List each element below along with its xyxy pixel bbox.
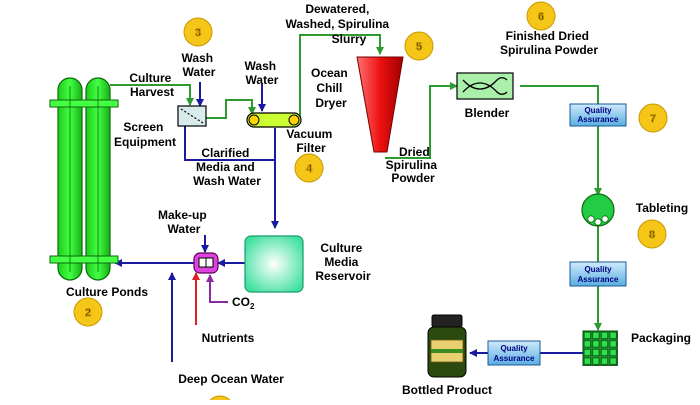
finished-powder-label: Finished Dried Spirulina Powder bbox=[500, 29, 598, 57]
clarified-media-label: Clarified Media and Wash Water bbox=[193, 146, 261, 188]
step-number: 5 bbox=[416, 41, 422, 53]
culture-media-reservoir-label: Culture Media Reservoir bbox=[315, 241, 371, 283]
step-number: 3 bbox=[195, 27, 201, 39]
qa-line2: Assurance bbox=[578, 275, 619, 284]
step-number: 8 bbox=[649, 229, 655, 241]
qa-line1: Quality bbox=[500, 344, 528, 353]
dewatered-slurry-label: Dewatered, Washed, Spirulina Slurry bbox=[286, 2, 393, 46]
step-number: 7 bbox=[650, 113, 656, 125]
blender bbox=[456, 72, 514, 100]
screen-equipment bbox=[177, 105, 207, 127]
culture-ponds bbox=[49, 77, 119, 281]
packaging-cell bbox=[601, 331, 608, 339]
culture-ponds-label: Culture Ponds bbox=[66, 285, 148, 299]
blender-label: Blender bbox=[465, 106, 510, 120]
vacuum-filter-label: Vacuum Filter bbox=[286, 127, 335, 155]
screen-to-filter-flow bbox=[206, 99, 256, 119]
packaging-cell bbox=[592, 349, 600, 356]
pond-bottom-bar bbox=[49, 255, 119, 264]
packaging-cell bbox=[609, 340, 617, 348]
tablet-2 bbox=[594, 218, 602, 226]
step-circle-partial bbox=[206, 395, 234, 405]
dried-powder-label: Dried Spirulina Powder bbox=[386, 145, 441, 185]
qa-line2: Assurance bbox=[494, 354, 535, 363]
pond-top-bar bbox=[49, 99, 119, 108]
co2-label: CO2 bbox=[232, 295, 255, 311]
qa-box-tableting-frame bbox=[569, 261, 627, 287]
deep-ocean-water-label: Deep Ocean Water bbox=[178, 372, 284, 386]
step-circle-6: 6 bbox=[526, 1, 556, 31]
filter-to-dryer-flow bbox=[299, 34, 384, 118]
qa-box-packaging: Quality Assurance bbox=[487, 340, 541, 366]
step-circle-7: 7 bbox=[638, 103, 668, 133]
blender-to-qa-flow bbox=[520, 85, 599, 104]
screen-equipment-label: Screen Equipment bbox=[114, 120, 176, 149]
qa-box-blending: Quality Assurance bbox=[569, 103, 627, 127]
step-number: 4 bbox=[306, 163, 313, 175]
qa-box-packaging-frame bbox=[487, 340, 541, 366]
step-circle-3: 3 bbox=[183, 17, 213, 47]
bottled-product-label: Bottled Product bbox=[402, 383, 492, 397]
blue-flow-lines bbox=[114, 82, 583, 362]
green-flow-lines bbox=[110, 34, 602, 331]
bottle-label-band bbox=[431, 349, 463, 353]
packaging-cell bbox=[592, 340, 600, 348]
packaging-cell bbox=[601, 357, 608, 365]
tableting-press bbox=[581, 193, 615, 227]
dryer-to-blender-flow bbox=[385, 82, 458, 159]
ocean-chill-dryer-label: Ocean Chill Dryer bbox=[311, 66, 351, 110]
step-circle-5: 5 bbox=[404, 31, 434, 61]
blender-helix bbox=[462, 77, 508, 95]
bottle-cap bbox=[431, 314, 463, 328]
vacuum-filter-body bbox=[246, 112, 302, 128]
vacuum-filter-left-roller bbox=[248, 114, 260, 126]
tablet-3 bbox=[601, 215, 609, 223]
qa-line1: Quality bbox=[584, 265, 612, 274]
packaging-cell bbox=[583, 340, 591, 348]
tableting-label: Tableting bbox=[636, 201, 688, 215]
makeup-water-label: Make-up Water bbox=[158, 208, 210, 236]
step-circle-4: 4 bbox=[294, 153, 324, 183]
vacuum-filter bbox=[246, 112, 302, 128]
culture-harvest-label: Culture Harvest bbox=[129, 71, 174, 99]
step-circle-2: 2 bbox=[73, 297, 103, 327]
qa-box-tableting: Quality Assurance bbox=[569, 261, 627, 287]
packaging-cell bbox=[609, 349, 617, 356]
step-circle-8: 8 bbox=[637, 219, 667, 249]
culture-media-reservoir bbox=[244, 235, 304, 293]
labels: Culture Harvest Wash Water Wash Water De… bbox=[66, 2, 691, 397]
packaging-cell bbox=[592, 357, 600, 365]
qa-box-blending-frame bbox=[569, 103, 627, 127]
packaging-cell bbox=[583, 349, 591, 356]
packaging-grid bbox=[582, 330, 618, 366]
vacuum-filter-right-roller bbox=[288, 114, 300, 126]
packaging-cell bbox=[583, 357, 591, 365]
packaging-cell bbox=[583, 331, 591, 339]
wash-water-label-3: Wash Water bbox=[182, 51, 217, 79]
nutrients-label: Nutrients bbox=[202, 331, 255, 345]
harvest-flow bbox=[110, 84, 194, 106]
qa-line2: Assurance bbox=[578, 115, 619, 124]
step-number: 6 bbox=[538, 11, 544, 23]
qa-line1: Quality bbox=[584, 106, 612, 115]
packaging-label: Packaging bbox=[631, 331, 691, 345]
packaging-cell bbox=[601, 340, 608, 348]
step-circles: 2 3 4 5 6 7 8 bbox=[73, 1, 668, 405]
blender-box bbox=[456, 72, 514, 100]
screen-mesh bbox=[180, 108, 204, 124]
wash-water-label-vf: Wash Water bbox=[245, 59, 280, 87]
tablet-1 bbox=[587, 215, 595, 223]
bottle bbox=[427, 314, 467, 378]
packaging-cell bbox=[609, 331, 617, 339]
step-number: 2 bbox=[85, 307, 91, 319]
packaging-cell bbox=[601, 349, 608, 356]
ocean-chill-dryer bbox=[356, 56, 404, 153]
packaging-cell bbox=[609, 357, 617, 365]
co2-flow bbox=[206, 274, 228, 303]
clarified-media-flow bbox=[184, 126, 275, 161]
packaging-cell bbox=[592, 331, 600, 339]
mixer-valve bbox=[193, 252, 219, 274]
